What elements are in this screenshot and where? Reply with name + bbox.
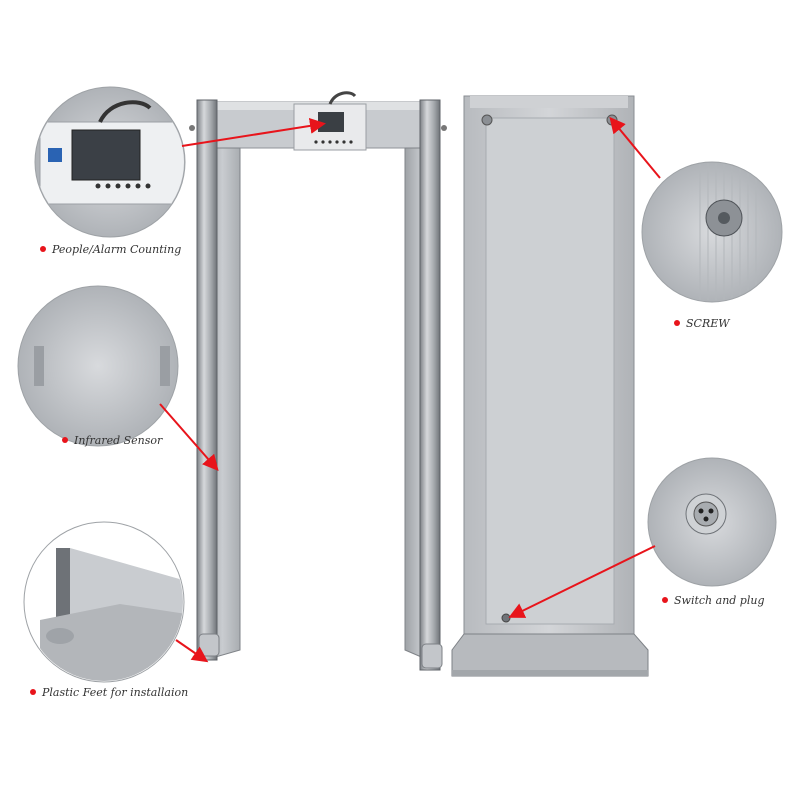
bullet-dot-icon <box>662 597 668 603</box>
bullet-dot-icon <box>674 320 680 326</box>
screw-detail-circle <box>641 161 783 303</box>
infrared-arrow <box>159 403 219 472</box>
counting-arrow <box>181 117 326 147</box>
bullet-dot-icon <box>40 246 46 252</box>
side-panel-view <box>451 95 649 677</box>
feet-label: Plastic Feet for installaion <box>30 686 188 699</box>
switch-label: Switch and plug <box>662 594 765 607</box>
switch-arrow <box>508 545 656 618</box>
counting-label: People/Alarm Counting <box>40 243 181 256</box>
bullet-dot-icon <box>30 689 36 695</box>
feet-arrow <box>175 639 209 663</box>
infrared-detail-circle <box>17 285 179 447</box>
screw-label: SCREW <box>674 317 730 330</box>
feet-detail-circle <box>23 521 185 683</box>
infrared-label: Infrared Sensor <box>62 434 162 447</box>
arrow-icon <box>159 116 661 663</box>
switch-detail-circle <box>647 457 777 587</box>
screw-arrow <box>609 116 661 179</box>
walk-through-gate <box>189 91 447 671</box>
counting-detail-circle <box>34 86 186 238</box>
bullet-dot-icon <box>62 437 68 443</box>
